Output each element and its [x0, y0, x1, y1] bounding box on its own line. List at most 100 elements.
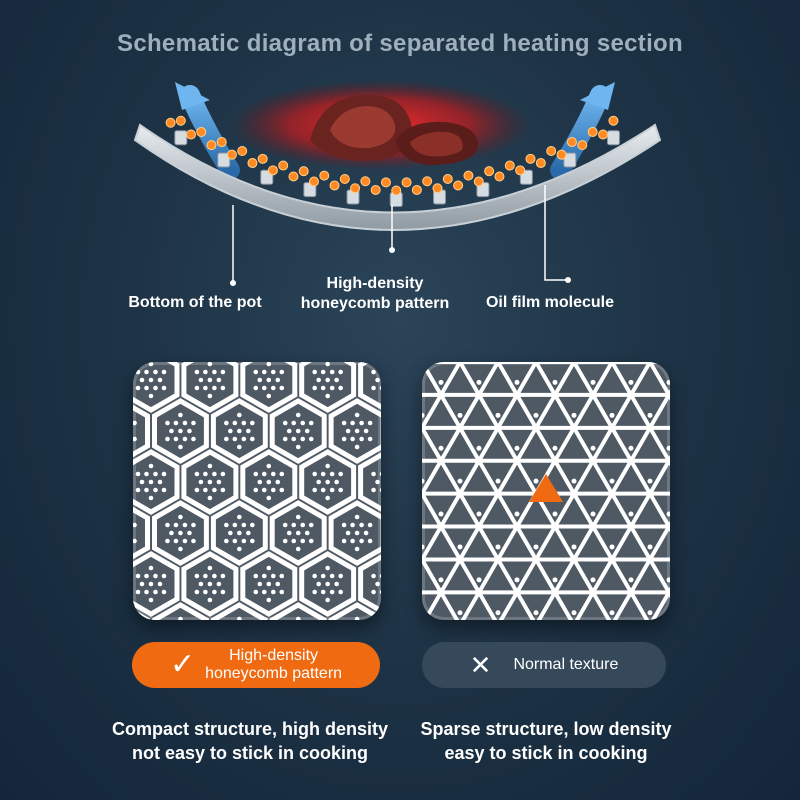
hex-dot	[153, 369, 158, 375]
oil-dot	[442, 174, 453, 184]
peg	[606, 130, 620, 146]
hex-dot	[224, 538, 229, 544]
hex-dot	[157, 479, 163, 485]
tri-dot	[647, 610, 653, 616]
hex-dot	[135, 471, 141, 477]
hex-dot	[316, 581, 321, 587]
oil-dot	[494, 171, 505, 182]
honeycomb-texture	[133, 362, 381, 620]
hex-dot	[148, 581, 154, 587]
hex-dot	[178, 428, 183, 434]
hex-dot	[207, 597, 213, 603]
hex-dot	[320, 369, 326, 375]
hex-dot	[161, 573, 167, 579]
tri-dot	[571, 478, 577, 484]
oil-dot	[391, 185, 402, 196]
tri-line	[422, 362, 574, 620]
hex-cell	[358, 554, 381, 614]
oil-dot	[237, 146, 248, 156]
tri-dot	[476, 577, 482, 583]
hex-dot	[325, 565, 330, 571]
hex-dot	[257, 581, 263, 587]
hex-dot	[139, 581, 145, 587]
oil-dot	[257, 153, 268, 164]
tri-dot	[609, 412, 615, 418]
tri-dot	[590, 445, 596, 451]
hex-dot	[338, 369, 343, 375]
oil-dot	[535, 158, 546, 169]
hex-dot	[228, 530, 233, 536]
hex-dot	[148, 393, 154, 399]
hex-dot	[286, 428, 292, 434]
label-oil-film: Oil film molecule	[485, 294, 615, 311]
hex-dot	[275, 581, 281, 587]
oil-dot	[308, 176, 319, 187]
pot-bottom	[133, 123, 662, 231]
hex-dot	[212, 589, 217, 595]
hex-dot	[148, 479, 154, 485]
tri-line	[650, 586, 670, 620]
hex-cell	[328, 398, 381, 464]
hex-cell	[240, 449, 298, 515]
hex-dot	[367, 522, 373, 528]
hex-dot	[153, 487, 158, 493]
hex-dot	[325, 495, 330, 501]
hex-dot	[198, 479, 204, 485]
oil-dot	[577, 140, 588, 151]
hex-dot	[266, 479, 272, 485]
hex-dot	[354, 428, 360, 434]
hex-dot	[139, 479, 145, 485]
hex-dot	[371, 471, 376, 477]
leader-oil	[544, 185, 568, 281]
hex-dot	[173, 538, 179, 544]
oil-dot	[288, 171, 299, 182]
tri-dot	[628, 379, 634, 385]
hex-dot	[359, 420, 364, 426]
tri-dot	[666, 511, 670, 517]
tri-dot	[590, 511, 596, 517]
tri-dot	[590, 379, 596, 385]
normal-texture-badge: ✕ Normal texture	[422, 642, 666, 688]
hex-dot	[375, 479, 380, 485]
hex-cell	[210, 500, 268, 566]
hex-dot	[291, 538, 297, 544]
hex-dot	[148, 565, 154, 571]
hex-cell	[133, 404, 150, 458]
label-honeycomb-line1: High-density	[326, 275, 424, 292]
tri-dot	[495, 478, 501, 484]
heating-section-diagram	[133, 80, 662, 286]
hex-dot	[266, 393, 272, 399]
hex-dot	[237, 428, 242, 434]
normal-desc-line2: easy to stick in cooking	[444, 743, 648, 763]
hex-dot	[295, 546, 301, 552]
oil-dot	[278, 160, 289, 171]
tri-line	[572, 362, 670, 533]
tri-dot	[514, 511, 520, 517]
hex-dot	[266, 362, 272, 367]
oil-dot	[484, 166, 495, 177]
hex-dot	[165, 538, 170, 544]
hex-dot	[212, 471, 217, 477]
hex-dot	[325, 597, 330, 603]
tri-dot	[533, 544, 539, 550]
hex-dot	[133, 538, 137, 544]
hex-dot	[178, 444, 183, 450]
hex-cell	[152, 500, 209, 566]
tri-dot	[422, 544, 425, 550]
tri-dot	[457, 478, 463, 484]
hex-dot	[220, 369, 226, 375]
tri-dot	[666, 379, 670, 385]
hex-dot	[178, 616, 183, 620]
hex-dot	[212, 487, 217, 493]
hex-dot	[304, 530, 310, 536]
hex-dot	[250, 436, 255, 442]
oil-dot	[267, 165, 278, 176]
hex-dot	[375, 581, 380, 587]
oil-dot	[598, 129, 609, 140]
hex-dot	[291, 436, 297, 442]
hex-dot	[300, 538, 306, 544]
cross-icon: ✕	[469, 650, 492, 680]
hex-dot	[354, 530, 360, 536]
tri-line	[422, 362, 538, 564]
oil-dot	[360, 176, 371, 187]
